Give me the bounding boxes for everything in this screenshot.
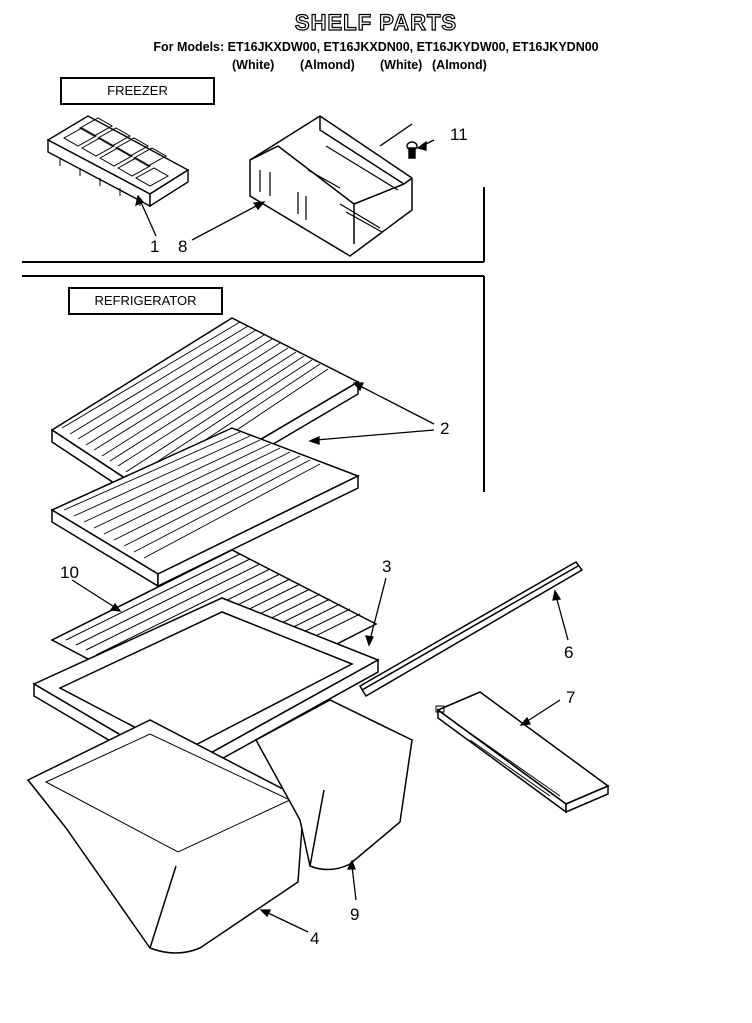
callout-9: 9 [350, 905, 359, 924]
callout-10: 10 [60, 563, 79, 582]
callout-3: 3 [382, 557, 391, 576]
bracket-drawing [435, 691, 610, 814]
lower-shelf-wires [63, 431, 321, 559]
callout-6: 6 [564, 643, 573, 662]
callout-2: 2 [440, 419, 449, 438]
freezer-section-label: FREEZER [60, 77, 215, 105]
callout-7: 7 [566, 688, 575, 707]
shelf-trim-drawing [358, 561, 584, 698]
right-crisper-drawing [254, 699, 414, 871]
color-label-almond-1: (Almond) [300, 58, 355, 72]
color-label-almond-2: (Almond) [432, 58, 487, 72]
callout-11: 11 [450, 125, 468, 144]
freezer-shelf-drawing [249, 115, 413, 257]
callout-4: 4 [310, 929, 319, 948]
color-label-white-2: (White) [380, 58, 423, 72]
left-crisper-drawing [26, 719, 306, 954]
section-dividers [22, 187, 485, 492]
refrigerator-section-label: REFRIGERATOR [68, 287, 223, 315]
color-label-white-1: (White) [232, 58, 275, 72]
upper-shelf-wires [61, 321, 329, 489]
page-title: SHELF PARTS [294, 9, 458, 35]
ice-tray-drawing [46, 115, 190, 208]
lower-shelf-drawing [50, 427, 360, 588]
callout-8: 8 [178, 237, 187, 256]
leader-lines [71, 123, 569, 933]
callout-1: 1 [150, 237, 159, 256]
screw-drawing [406, 141, 418, 159]
model-list: For Models: ET16JKXDW00, ET16JKXDN00, ET… [153, 40, 599, 54]
